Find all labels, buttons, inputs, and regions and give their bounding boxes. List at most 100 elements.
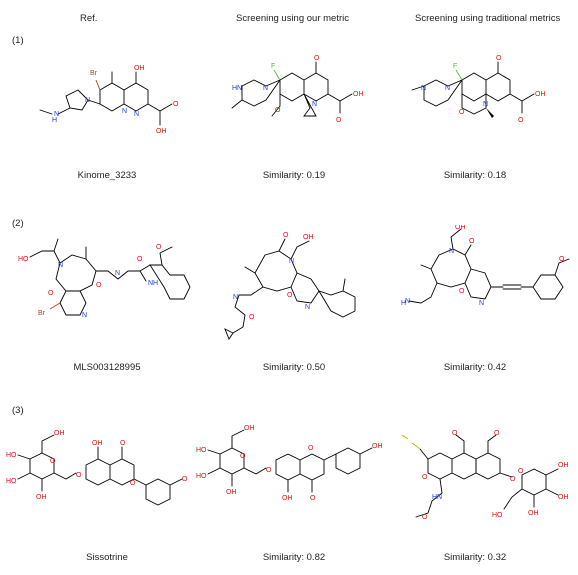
- svg-text:HO: HO: [18, 256, 29, 263]
- svg-text:N: N: [449, 248, 454, 255]
- svg-text:N: N: [479, 300, 484, 307]
- svg-text:O: O: [510, 476, 516, 483]
- svg-text:N: N: [289, 258, 294, 265]
- svg-text:N: N: [263, 85, 268, 92]
- header-traditional-metrics: Screening using traditional metrics: [415, 13, 561, 24]
- svg-text:O: O: [96, 282, 102, 289]
- svg-text:OH: OH: [558, 462, 569, 469]
- svg-text:OH: OH: [244, 425, 255, 432]
- svg-text:HO: HO: [6, 478, 17, 485]
- svg-text:O: O: [459, 109, 465, 116]
- svg-text:F: F: [453, 63, 457, 70]
- svg-text:N: N: [483, 101, 488, 108]
- svg-text:O: O: [422, 474, 428, 481]
- svg-text:OH: OH: [156, 128, 167, 135]
- svg-text:N: N: [445, 85, 450, 92]
- svg-text:HO: HO: [196, 447, 207, 454]
- row-label-1: (1): [12, 35, 24, 46]
- svg-text:O: O: [48, 290, 54, 297]
- svg-text:O: O: [496, 55, 502, 62]
- caption-our-2: Similarity: 0.50: [262, 362, 326, 373]
- svg-text:O: O: [173, 101, 179, 108]
- svg-text:OH: OH: [455, 225, 466, 231]
- svg-text:N: N: [85, 97, 90, 104]
- svg-text:O: O: [287, 292, 293, 299]
- svg-text:O: O: [156, 244, 162, 251]
- svg-text:HO: HO: [6, 452, 17, 459]
- row-label-3: (3): [12, 405, 24, 416]
- svg-text:O: O: [130, 480, 136, 487]
- svg-text:O: O: [518, 117, 524, 124]
- svg-text:O: O: [76, 472, 82, 479]
- svg-text:HO: HO: [196, 473, 207, 480]
- svg-text:H: H: [401, 300, 406, 307]
- molecule-traditional-2: OH O O O N N H N: [401, 225, 570, 307]
- svg-text:Br: Br: [38, 310, 46, 317]
- svg-text:N: N: [115, 270, 120, 277]
- svg-text:O: O: [120, 440, 126, 447]
- svg-text:N: N: [54, 111, 59, 118]
- svg-text:HN: HN: [232, 85, 242, 92]
- svg-text:O: O: [469, 238, 475, 245]
- svg-text:OH: OH: [226, 489, 237, 496]
- svg-text:O: O: [275, 107, 281, 114]
- molecule-our-2: OH O O O N N N: [224, 232, 356, 340]
- svg-text:O: O: [459, 288, 465, 295]
- svg-text:HO: HO: [492, 512, 503, 519]
- svg-text:NH: NH: [148, 280, 158, 287]
- svg-text:Br: Br: [90, 70, 98, 77]
- header-ref: Ref.: [80, 13, 98, 24]
- svg-text:OH: OH: [134, 65, 145, 72]
- caption-traditional-2: Similarity: 0.42: [443, 362, 507, 373]
- svg-text:OH: OH: [528, 510, 539, 517]
- svg-text:N: N: [82, 312, 87, 319]
- svg-text:O: O: [137, 256, 143, 263]
- svg-text:O: O: [422, 514, 428, 521]
- caption-our-3: Similarity: 0.82: [262, 552, 326, 563]
- molecule-ref-3: OH HO HO OH O O OH O O O: [6, 430, 188, 506]
- svg-text:O: O: [494, 430, 500, 437]
- svg-text:N: N: [405, 298, 410, 305]
- svg-text:N: N: [305, 304, 310, 311]
- svg-text:N: N: [421, 85, 426, 92]
- svg-text:OH: OH: [36, 494, 47, 501]
- svg-text:N: N: [312, 101, 317, 108]
- svg-text:O: O: [336, 117, 342, 124]
- svg-text:O: O: [518, 468, 524, 475]
- svg-text:OH: OH: [535, 91, 546, 98]
- caption-traditional-1: Similarity: 0.18: [443, 170, 507, 181]
- svg-text:OH: OH: [303, 234, 314, 241]
- svg-text:O: O: [308, 445, 314, 452]
- svg-text:OH: OH: [282, 495, 293, 502]
- caption-ref-3: Sissotrine: [86, 552, 128, 563]
- svg-text:N: N: [134, 111, 139, 118]
- caption-our-1: Similarity: 0.19: [262, 170, 326, 181]
- molecule-traditional-3: O O O O O OH OH OH HO O HN: [401, 430, 569, 521]
- molecule-our-1: F O OH O O N N HN: [231, 55, 364, 124]
- svg-text:O: O: [240, 453, 246, 460]
- caption-traditional-3: Similarity: 0.32: [443, 552, 507, 563]
- svg-text:OH: OH: [92, 440, 103, 447]
- svg-text:OH: OH: [353, 91, 364, 98]
- molecule-traditional-1: F O OH O O N N N: [411, 55, 546, 124]
- svg-text:N: N: [58, 262, 63, 269]
- svg-text:O: O: [314, 55, 320, 62]
- svg-text:O: O: [249, 314, 255, 321]
- molecule-ref-1: Br OH O OH N N N H N: [39, 65, 179, 135]
- svg-text:OH: OH: [372, 443, 383, 450]
- svg-text:F: F: [271, 63, 275, 70]
- svg-text:N: N: [122, 108, 127, 115]
- header-our-metric: Screening using our metric: [236, 13, 349, 24]
- svg-text:H: H: [52, 117, 57, 124]
- caption-ref-2: MLS003128995: [73, 362, 141, 373]
- svg-text:O: O: [283, 232, 289, 239]
- svg-text:HN: HN: [432, 494, 442, 501]
- svg-text:O: O: [266, 467, 272, 474]
- svg-text:O: O: [310, 495, 316, 502]
- svg-text:O: O: [182, 476, 188, 483]
- molecule-ref-2: Br HO O O O O N N N NH: [18, 238, 191, 319]
- svg-text:O: O: [559, 256, 565, 263]
- caption-ref-1: Kinome_3233: [77, 170, 137, 181]
- row-label-2: (2): [12, 218, 24, 229]
- svg-text:O: O: [452, 430, 458, 437]
